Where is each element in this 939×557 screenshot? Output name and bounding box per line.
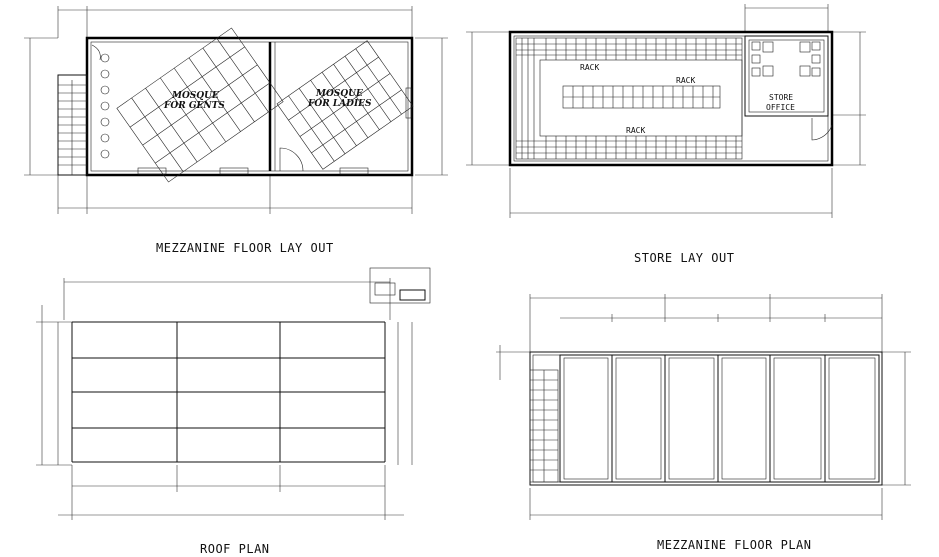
mezzanine-plan-drawing	[496, 294, 911, 520]
store-office-label-line2: OFFICE	[766, 103, 795, 112]
mosque-ladies-label-line1: MOSQUE	[315, 89, 363, 99]
roof-plan-drawing	[36, 267, 431, 520]
store-rack-bottom-label: RACK	[626, 126, 645, 135]
mosque-ladies-label-line2: FOR LADIES	[307, 99, 372, 109]
store-rack-mid-label: RACK	[676, 76, 695, 85]
mezzanine-layout-drawing: MOSQUE FOR GENTS MOSQUE FOR LADIES	[24, 6, 448, 214]
mosque-gents-label-line2: FOR GENTS	[163, 101, 225, 111]
store-layout-title: STORE LAY OUT	[634, 251, 734, 265]
mezzanine-plan-title: MEZZANINE FLOOR PLAN	[657, 538, 812, 552]
roof-plan-title: ROOF PLAN	[200, 542, 270, 556]
store-layout-drawing: RACK RACK RACK STORE OFFICE	[466, 4, 866, 218]
mosque-gents-label-line1: MOSQUE	[171, 91, 219, 101]
store-office-label-line1: STORE	[769, 93, 793, 102]
store-rack-top-label: RACK	[580, 63, 599, 72]
mezzanine-layout-title: MEZZANINE FLOOR LAY OUT	[156, 241, 334, 255]
